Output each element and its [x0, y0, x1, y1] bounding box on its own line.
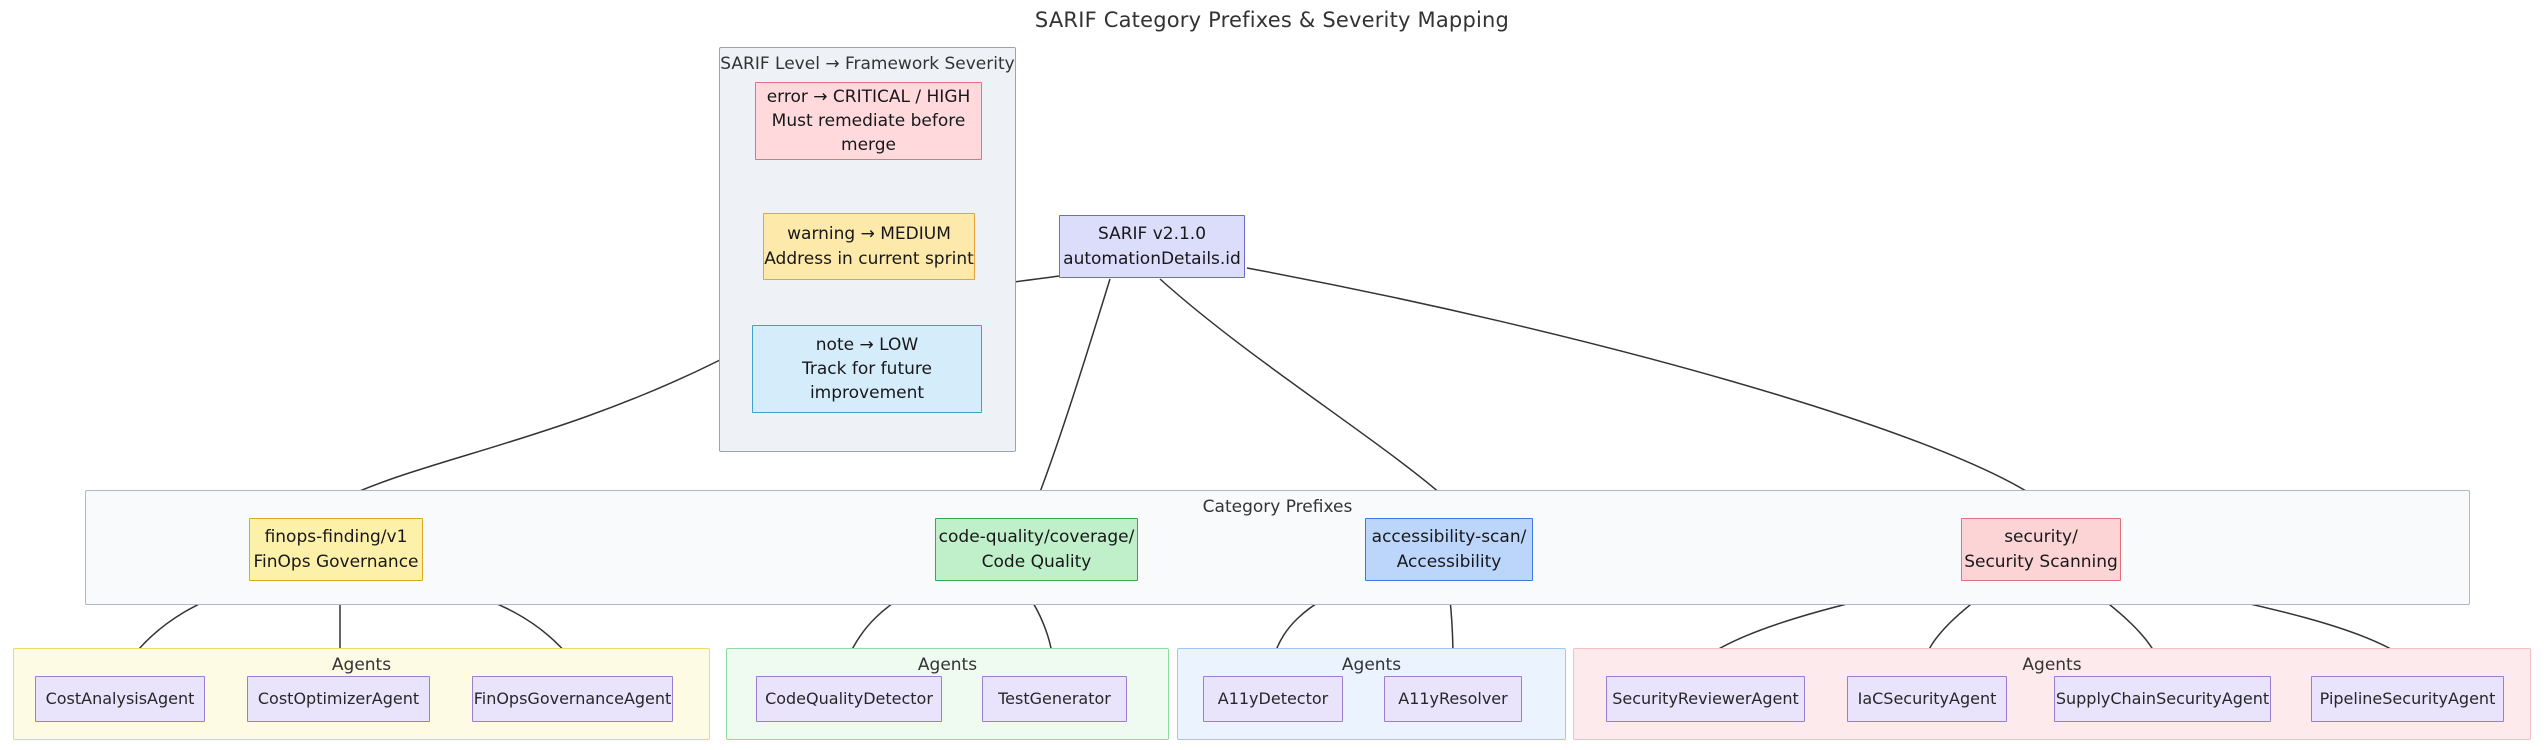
- agent-node-code-quality-detector: CodeQualityDetector: [756, 676, 942, 722]
- agent-label: IaCSecurityAgent: [1857, 688, 1997, 708]
- agent-node-test-generator: TestGenerator: [982, 676, 1127, 722]
- finops-agents-title: Agents: [331, 655, 392, 675]
- severity-node-note: note → LOW Track for future improvement: [752, 325, 982, 413]
- agent-node-a11y-resolver: A11yResolver: [1384, 676, 1522, 722]
- agent-label: CostAnalysisAgent: [45, 688, 195, 708]
- agent-node-finops-governance: FinOpsGovernanceAgent: [472, 676, 673, 722]
- category-prefixes-title: Category Prefixes: [1202, 497, 1353, 517]
- agent-label: PipelineSecurityAgent: [2319, 688, 2496, 708]
- finops-line-1: finops-finding/v1: [264, 527, 408, 548]
- sarif-line-2: automationDetails.id: [1063, 248, 1241, 269]
- sarif-line-1: SARIF v2.1.0: [1097, 224, 1207, 245]
- security-line-2: Security Scanning: [1964, 551, 2118, 572]
- note-line-3: improvement: [809, 383, 925, 404]
- accessibility-agents-title: Agents: [1341, 655, 1402, 675]
- edge-sarif-to-codequality: [1036, 278, 1111, 501]
- agent-label: CodeQualityDetector: [765, 688, 933, 708]
- agent-node-iac-security: IaCSecurityAgent: [1847, 676, 2007, 722]
- prefix-node-code-quality: code-quality/coverage/ Code Quality: [935, 518, 1138, 581]
- agent-label: A11yDetector: [1217, 688, 1329, 708]
- security-agents-title: Agents: [2022, 655, 2082, 675]
- code-quality-line-1: code-quality/coverage/: [938, 527, 1135, 548]
- agent-node-cost-optimizer: CostOptimizerAgent: [247, 676, 430, 722]
- note-line-2: Track for future: [802, 358, 932, 379]
- agent-label: TestGenerator: [998, 688, 1111, 708]
- finops-line-2: FinOps Governance: [253, 551, 419, 572]
- sarif-root-node: SARIF v2.1.0 automationDetails.id: [1059, 215, 1245, 278]
- error-line-2: Must remediate before: [771, 110, 966, 131]
- agent-node-security-reviewer: SecurityReviewerAgent: [1606, 676, 1805, 722]
- page-title: SARIF Category Prefixes & Severity Mappi…: [1034, 8, 1510, 32]
- severity-node-error: error → CRITICAL / HIGH Must remediate b…: [755, 82, 982, 160]
- accessibility-line-2: Accessibility: [1396, 551, 1502, 572]
- agent-label: A11yResolver: [1398, 688, 1508, 708]
- severity-cluster-title: SARIF Level → Framework Severity: [720, 54, 1015, 74]
- code-quality-agents-title: Agents: [917, 655, 978, 675]
- agent-node-cost-analysis: CostAnalysisAgent: [35, 676, 205, 722]
- agent-label: CostOptimizerAgent: [257, 688, 420, 708]
- prefix-node-accessibility: accessibility-scan/ Accessibility: [1365, 518, 1533, 581]
- agent-label: FinOpsGovernanceAgent: [473, 688, 672, 708]
- prefix-node-security: security/ Security Scanning: [1961, 518, 2121, 581]
- accessibility-line-1: accessibility-scan/: [1371, 527, 1527, 548]
- error-line-3: merge: [841, 135, 896, 156]
- security-line-1: security/: [2004, 527, 2078, 548]
- agent-node-pipeline-security: PipelineSecurityAgent: [2311, 676, 2504, 722]
- code-quality-line-2: Code Quality: [981, 551, 1092, 572]
- note-line-1: note → LOW: [815, 334, 919, 355]
- prefix-node-finops: finops-finding/v1 FinOps Governance: [249, 518, 423, 581]
- error-line-1: error → CRITICAL / HIGH: [766, 86, 971, 107]
- edge-sarif-to-security: [1246, 267, 2041, 501]
- edge-sarif-to-accessibility: [1159, 278, 1449, 501]
- agent-label: SecurityReviewerAgent: [1612, 688, 1799, 708]
- agent-node-supply-chain-security: SupplyChainSecurityAgent: [2054, 676, 2271, 722]
- severity-node-warning: warning → MEDIUM Address in current spri…: [763, 213, 975, 280]
- agent-label: SupplyChainSecurityAgent: [2055, 688, 2270, 708]
- warning-line-1: warning → MEDIUM: [787, 224, 951, 245]
- agent-node-a11y-detector: A11yDetector: [1203, 676, 1343, 722]
- warning-line-2: Address in current sprint: [764, 248, 974, 269]
